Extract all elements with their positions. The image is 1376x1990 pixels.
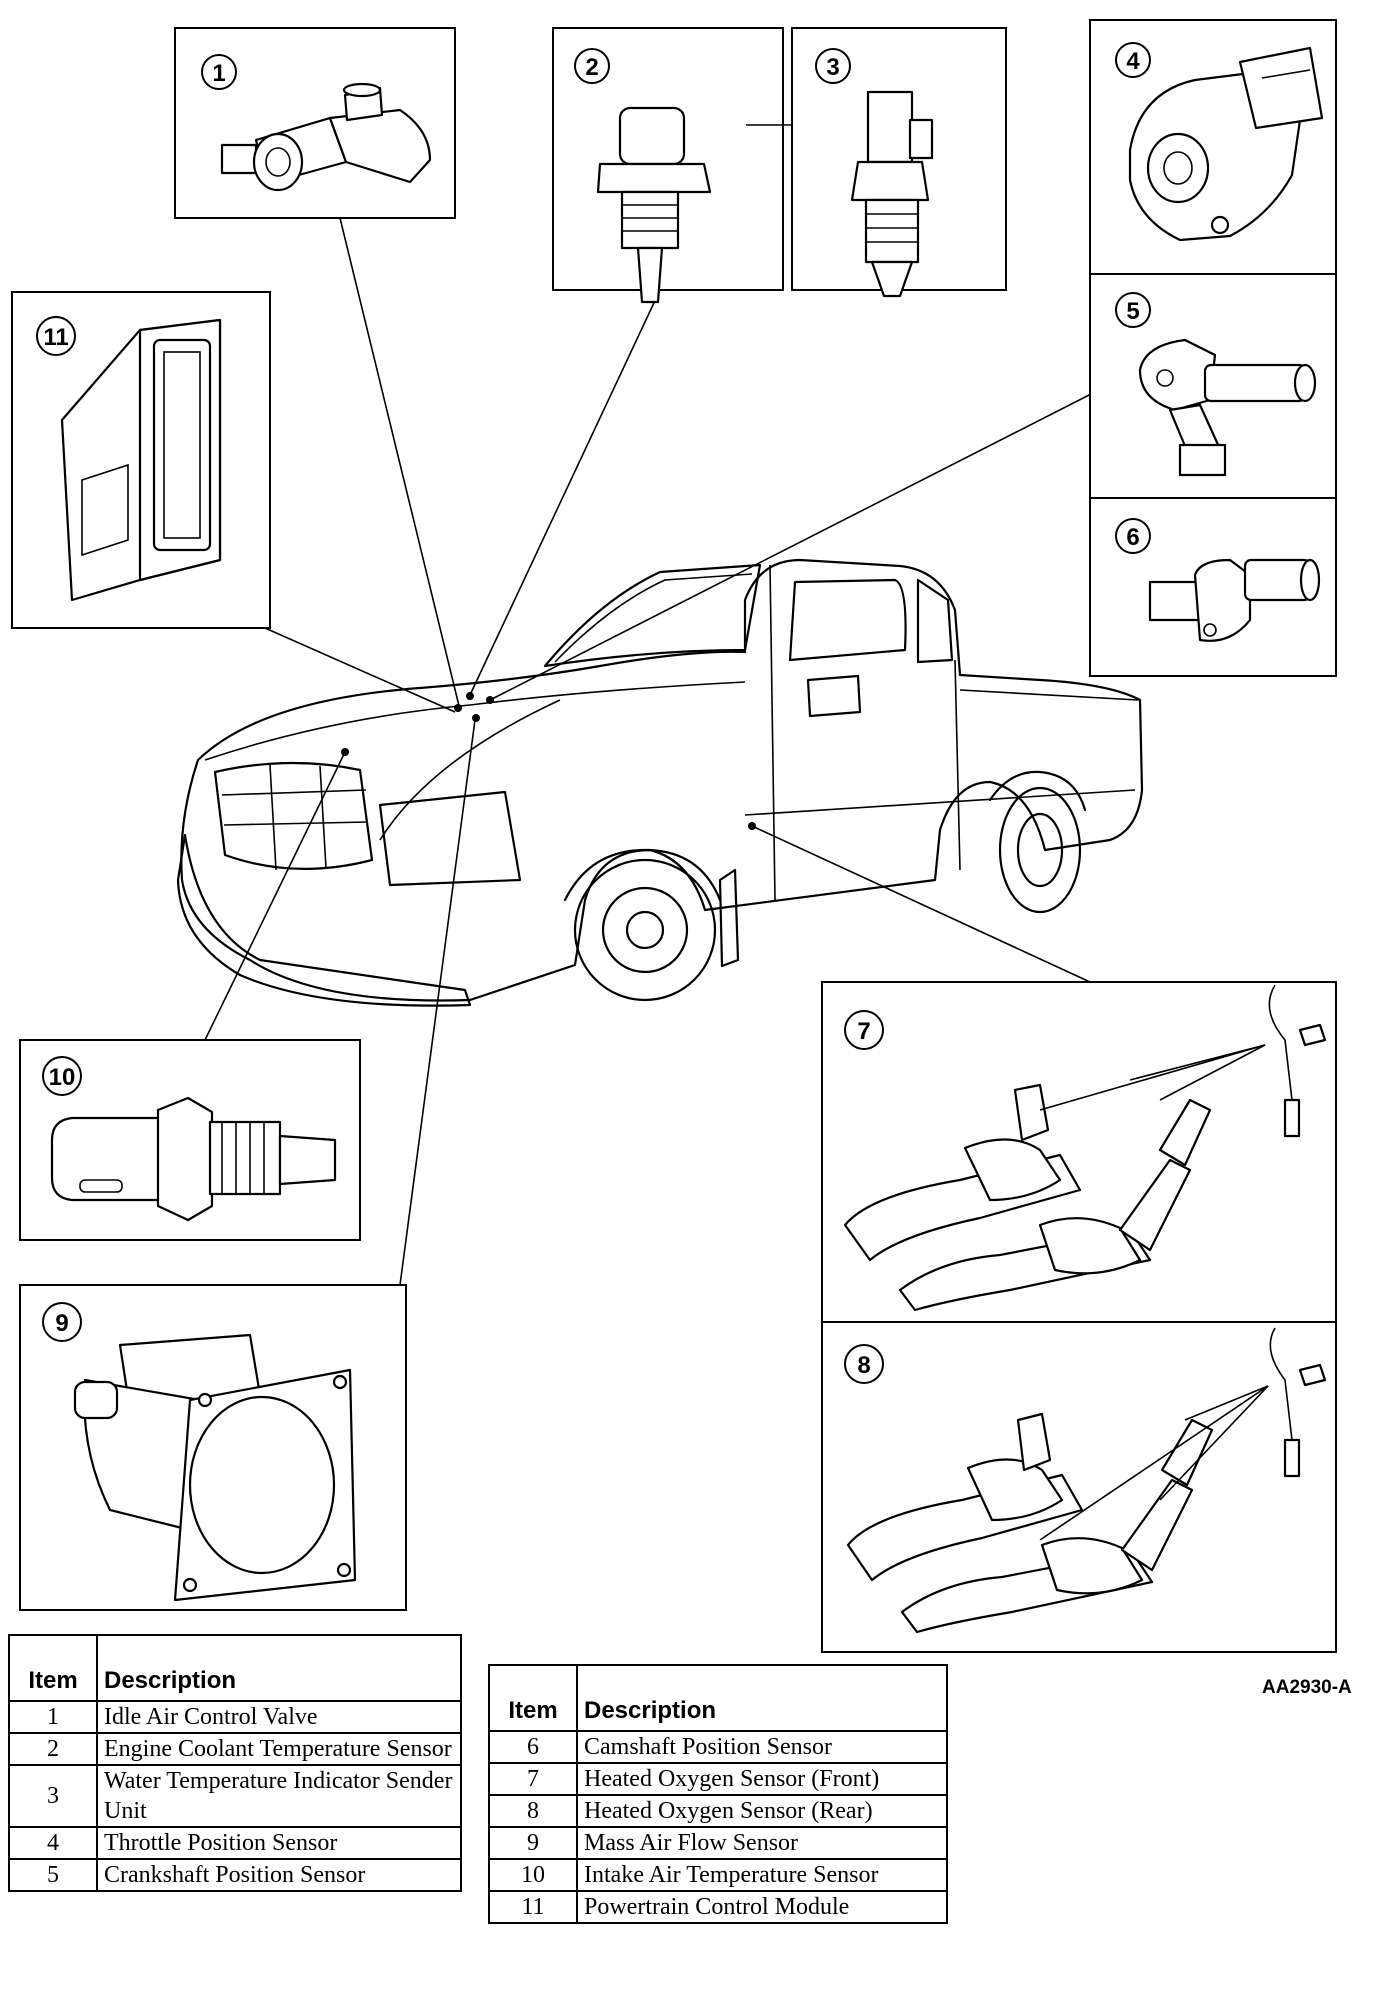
intake-air-temperature-sensor-icon: [50, 1096, 337, 1222]
legend-header-row: Item Description: [8, 1634, 462, 1702]
callout-label-3: 3: [826, 54, 839, 81]
item-description: Camshaft Position Sensor: [576, 1730, 948, 1764]
camshaft-position-sensor-icon: [1148, 558, 1321, 642]
callout-2: [574, 48, 610, 84]
callout-label-9: 9: [55, 1310, 68, 1337]
legend-header-row: Item Description: [488, 1664, 948, 1732]
crankshaft-position-sensor-icon: [1138, 338, 1317, 477]
item-description: Mass Air Flow Sensor: [576, 1826, 948, 1860]
component-box-4: 4: [1089, 19, 1337, 275]
table-row: 11 Powertrain Control Module: [488, 1890, 948, 1924]
item-description: Heated Oxygen Sensor (Rear): [576, 1794, 948, 1828]
callout-11: [36, 316, 76, 356]
leader-dots: [341, 692, 756, 830]
callout-10: [42, 1056, 82, 1096]
callout-4: [1115, 42, 1151, 78]
component-box-11: 11: [11, 291, 271, 629]
callout-6: [1115, 518, 1151, 554]
component-box-2: 2: [552, 27, 784, 304]
water-temperature-sender-icon: [850, 90, 934, 298]
callout-label-11: 11: [43, 324, 68, 351]
table-row: 6 Camshaft Position Sensor: [488, 1730, 948, 1764]
throttle-position-sensor-icon: [1128, 46, 1324, 242]
item-description: Powertrain Control Module: [576, 1890, 948, 1924]
table-row: 4 Throttle Position Sensor: [8, 1826, 462, 1860]
legend-table-right: Item Description 6 Camshaft Position Sen…: [488, 1664, 948, 1924]
item-description: Crankshaft Position Sensor: [96, 1858, 462, 1892]
component-box-9: 9: [19, 1284, 407, 1611]
item-number: 1: [8, 1700, 98, 1734]
item-number: 9: [488, 1826, 578, 1860]
callout-9: [42, 1302, 82, 1342]
callout-label-5: 5: [1126, 298, 1139, 325]
item-description: Intake Air Temperature Sensor: [576, 1858, 948, 1892]
component-box-6: 6: [1089, 497, 1337, 677]
item-column-header: Item: [488, 1664, 578, 1732]
table-row: 8 Heated Oxygen Sensor (Rear): [488, 1794, 948, 1828]
item-number: 3: [8, 1764, 98, 1828]
callout-3: [815, 48, 851, 84]
legend-table-left: Item Description 1 Idle Air Control Valv…: [8, 1634, 462, 1892]
coolant-temperature-sensor-icon: [596, 106, 712, 304]
exhaust-system-rear-sensors-icon: [846, 1327, 1327, 1634]
callout-label-8: 8: [857, 1352, 870, 1379]
item-number: 7: [488, 1762, 578, 1796]
callout-label-10: 10: [49, 1064, 76, 1091]
callout-label-7: 7: [857, 1018, 870, 1045]
item-description: Idle Air Control Valve: [96, 1700, 462, 1734]
item-number: 11: [488, 1890, 578, 1924]
item-description: Engine Coolant Temperature Sensor: [96, 1732, 462, 1766]
callout-label-6: 6: [1126, 524, 1139, 551]
item-description: Heated Oxygen Sensor (Front): [576, 1762, 948, 1796]
item-description: Throttle Position Sensor: [96, 1826, 462, 1860]
description-column-header: Description: [576, 1664, 948, 1732]
figure-reference-code: AA2930-A: [1262, 1677, 1352, 1698]
component-box-1: 1: [174, 27, 456, 219]
component-box-3: 3: [746, 27, 1007, 298]
pickup-truck-illustration: [176, 558, 1144, 1007]
table-row: 7 Heated Oxygen Sensor (Front): [488, 1762, 948, 1796]
table-row: 3 Water Temperature Indicator Sender Uni…: [8, 1764, 462, 1828]
callout-7: [844, 1010, 884, 1050]
callout-5: [1115, 292, 1151, 328]
powertrain-control-module-icon: [60, 318, 222, 602]
item-number: 2: [8, 1732, 98, 1766]
callout-label-4: 4: [1126, 48, 1140, 75]
component-box-8: 8: [821, 1321, 1337, 1653]
table-row: 5 Crankshaft Position Sensor: [8, 1858, 462, 1892]
table-row: 2 Engine Coolant Temperature Sensor: [8, 1732, 462, 1766]
table-row: 9 Mass Air Flow Sensor: [488, 1826, 948, 1860]
callout-8: [844, 1344, 884, 1384]
item-column-header: Item: [8, 1634, 98, 1702]
item-number: 4: [8, 1826, 98, 1860]
component-box-5: 5: [1089, 273, 1337, 499]
callout-label-2: 2: [585, 54, 598, 81]
table-row: 10 Intake Air Temperature Sensor: [488, 1858, 948, 1892]
item-number: 8: [488, 1794, 578, 1828]
idle-air-control-valve-icon: [220, 82, 432, 192]
table-row: 1 Idle Air Control Valve: [8, 1700, 462, 1734]
component-box-7: 7: [821, 981, 1337, 1323]
exhaust-system-front-sensors-icon: [843, 984, 1327, 1312]
mass-air-flow-sensor-icon: [73, 1333, 357, 1602]
callout-1: [201, 54, 237, 90]
description-column-header: Description: [96, 1634, 462, 1702]
item-number: 6: [488, 1730, 578, 1764]
item-number: 5: [8, 1858, 98, 1892]
component-box-10: 10: [19, 1039, 361, 1241]
item-description: Water Temperature Indicator Sender Unit: [96, 1764, 462, 1828]
item-number: 10: [488, 1858, 578, 1892]
callout-label-1: 1: [212, 60, 225, 87]
